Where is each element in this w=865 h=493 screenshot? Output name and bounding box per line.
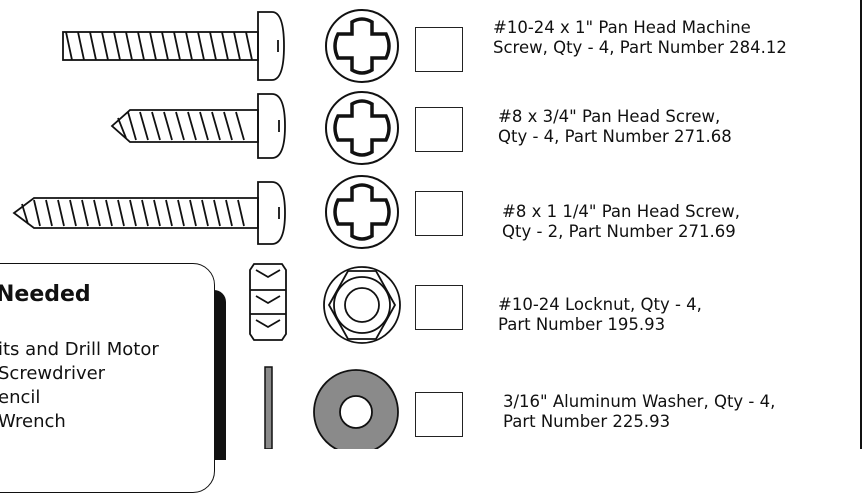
phillips-head-icon [325,9,399,83]
page-border [860,0,862,449]
part-description: #10-24 x 1" Pan Head Machine Screw, Qty … [493,18,787,58]
part-checkbox[interactable] [415,285,463,330]
part-description: 3/16" Aluminum Washer, Qty - 4, Part Num… [503,392,775,432]
part-description-line: Part Number 225.93 [503,412,671,431]
part-description-line: Part Number 195.93 [498,315,666,334]
part-description: #8 x 1 1/4" Pan Head Screw, Qty - 2, Par… [502,202,740,242]
locknut-side-icon [249,263,287,341]
part-description-line: #10-24 Locknut, Qty - 4, [498,295,702,314]
long-wood-screw-icon [12,181,286,245]
part-description-line: Qty - 2, Part Number 271.69 [502,222,736,241]
part-description: #10-24 Locknut, Qty - 4, Part Number 195… [498,295,702,335]
tool-item: its and Drill Motor [0,339,159,360]
tool-item: encil [0,387,41,408]
part-description-line: #8 x 3/4" Pan Head Screw, [498,107,721,126]
tool-item: Screwdriver [0,363,106,384]
phillips-head-icon [325,175,399,249]
washer-side-icon [264,366,273,449]
part-description-line: Qty - 4, Part Number 271.68 [498,127,732,146]
part-description-line: Screw, Qty - 4, Part Number 284.12 [493,38,787,57]
machine-screw-icon [62,11,285,81]
part-description-line: #8 x 1 1/4" Pan Head Screw, [502,202,740,221]
tools-title: Needed [0,282,91,307]
part-checkbox[interactable] [415,107,463,152]
tool-item: Wrench [0,411,66,432]
tools-panel-shadow [214,290,226,460]
hardware-illustrations [12,9,401,449]
part-description-line: 3/16" Aluminum Washer, Qty - 4, [503,392,776,411]
part-description-line: #10-24 x 1" Pan Head Machine [493,18,751,37]
washer-icon [313,369,399,449]
hex-nut-icon [323,266,401,344]
part-checkbox[interactable] [415,27,463,72]
wood-screw-icon [110,93,286,159]
part-checkbox[interactable] [415,392,463,437]
part-description: #8 x 3/4" Pan Head Screw, Qty - 4, Part … [498,107,732,147]
part-checkbox[interactable] [415,191,463,236]
phillips-head-icon [325,91,399,165]
